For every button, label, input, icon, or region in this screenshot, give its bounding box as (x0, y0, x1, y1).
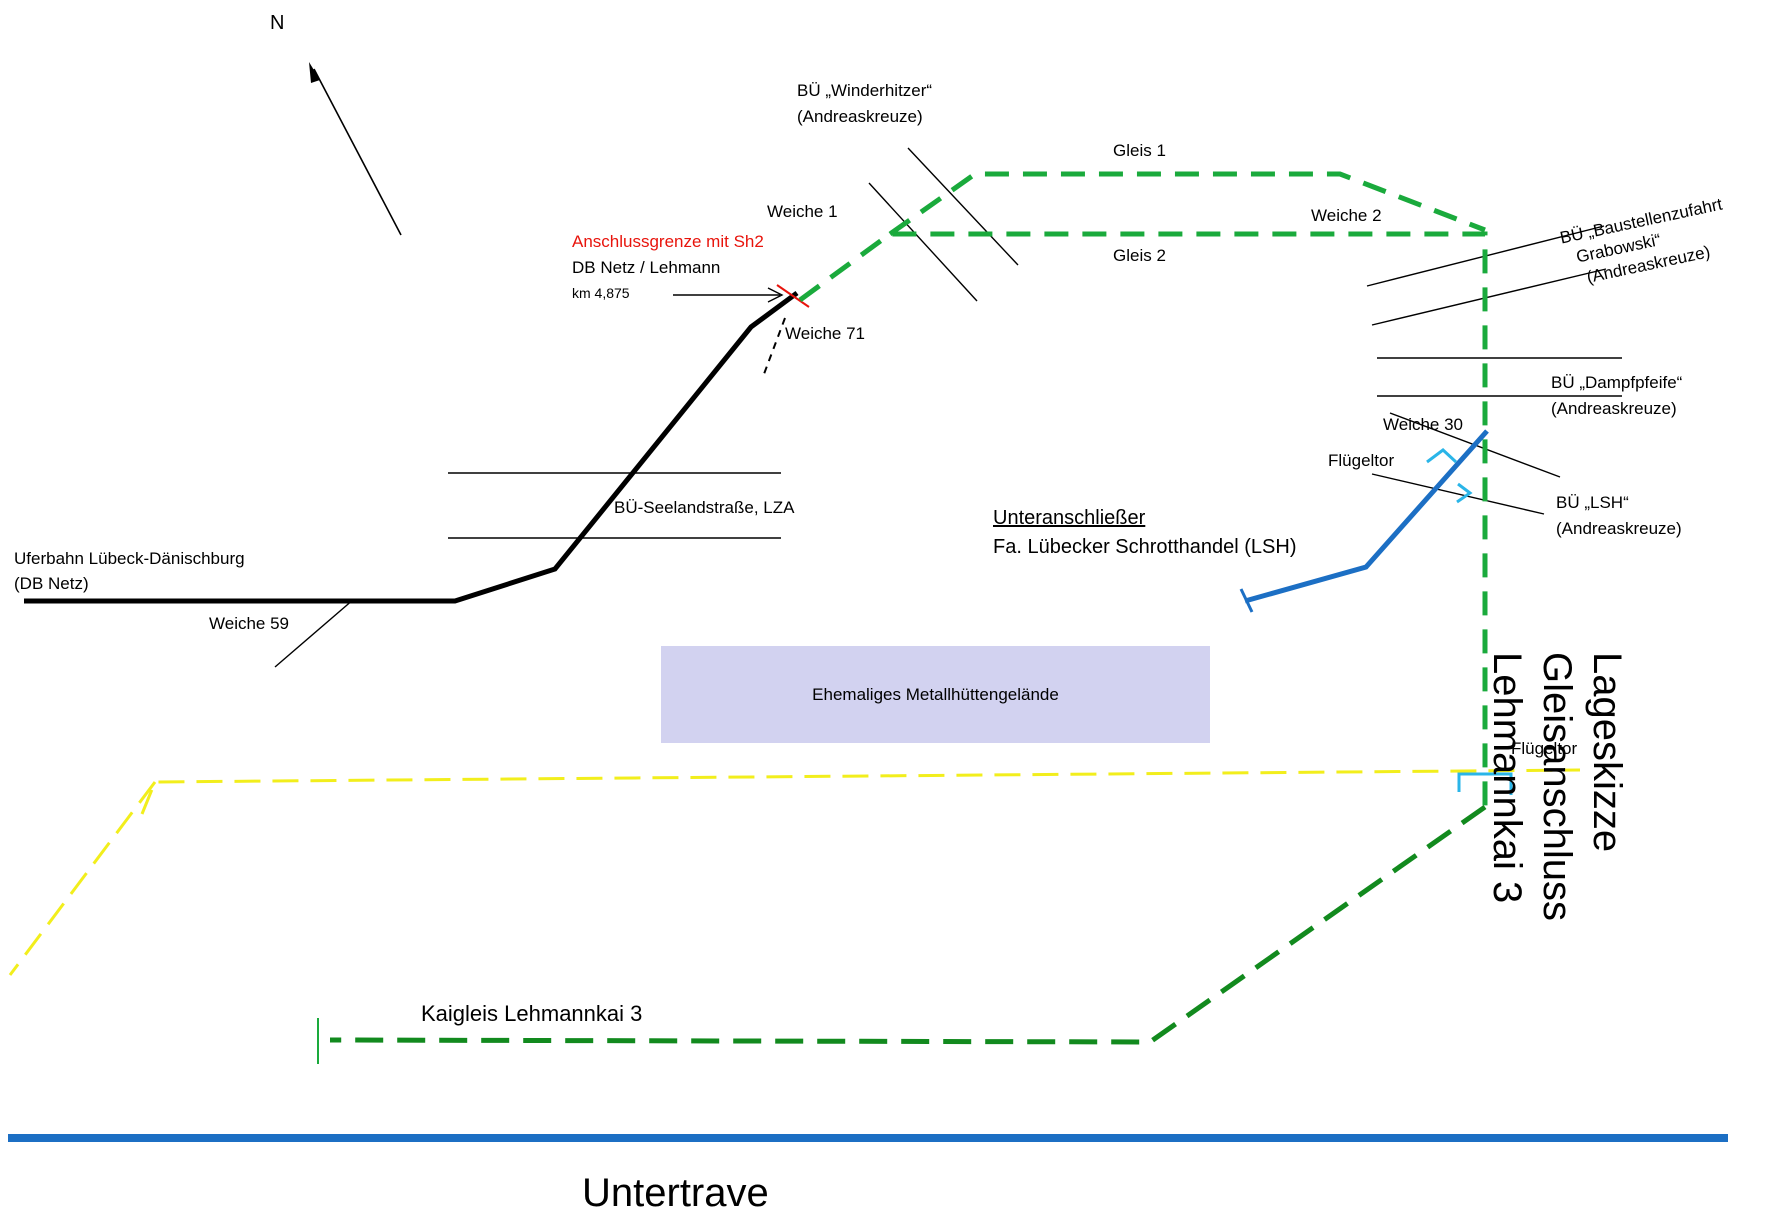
road-crossings (274, 147, 1622, 668)
kaigleis-label: Kaigleis Lehmannkai 3 (421, 1001, 643, 1026)
weiche1-label: Weiche 1 (767, 202, 838, 221)
untertrave-label: Untertrave (582, 1171, 769, 1215)
weiche2-label: Weiche 2 (1311, 206, 1382, 225)
lehmann-tracks (798, 171, 1488, 807)
road-lsh-lower (1371, 473, 1545, 515)
weiche71-label: Weiche 71 (785, 324, 866, 343)
lsh-buffer-stop (1239, 588, 1254, 613)
weiche71-branch (763, 317, 786, 375)
db-netz-lehmann-label: DB Netz / Lehmann (572, 258, 721, 277)
road-winderhitzer-left (868, 182, 978, 302)
bue-seelandstrasse-label: BÜ-Seelandstraße, LZA (614, 498, 795, 517)
north-arrow-head (309, 62, 320, 83)
weiche59-branch (274, 598, 355, 668)
fluegeltor-lsh-label: Flügeltor (1328, 451, 1395, 470)
gleis1-label: Gleis 1 (1113, 141, 1166, 160)
gleis2-label: Gleis 2 (1113, 246, 1166, 265)
fluegeltor-gates (1426, 448, 1513, 795)
gate-kai (1457, 772, 1513, 795)
weiche59-label: Weiche 59 (209, 614, 290, 633)
road-winderhitzer-right (907, 147, 1019, 266)
lsh-firm-label: Fa. Lübecker Schrotthandel (LSH) (993, 536, 1297, 558)
road-baustellen-lower (1371, 268, 1607, 326)
gate-lsh-lower (1456, 482, 1473, 504)
fluegeltor-kai-label: Flügeltor (1511, 739, 1578, 758)
gleis2-track (798, 231, 1488, 807)
boundary-marker (776, 284, 810, 308)
bue-lsh-sub: (Andreaskreuze) (1556, 519, 1682, 538)
fence-line (140, 768, 1581, 815)
uferbahn-sub: (DB Netz) (14, 574, 89, 593)
side-title: Lageskizze Gleisanschluss Lehmannkai 3 (1485, 652, 1629, 922)
gleis1-track (888, 171, 1486, 237)
lsh-track (1244, 429, 1489, 604)
km-arrow-head (767, 287, 784, 303)
bue-lsh-label: BÜ „LSH“ (1556, 493, 1629, 512)
bue-dampfpfeife-sub: (Andreaskreuze) (1551, 399, 1677, 418)
db-netz-track (24, 290, 799, 604)
bue-dampfpfeife-label: BÜ „Dampfpfeife“ (1551, 373, 1683, 392)
kaigleis-track-group (329, 804, 1487, 1045)
metallhuette-label: Ehemaliges Metallhüttengelände (812, 684, 1059, 704)
uferbahn-label: Uferbahn Lübeck-Dänischburg (14, 549, 245, 568)
bue-winderhitzer-label: BÜ „Winderhitzer“ (797, 81, 933, 100)
unteranschliesser-label: Unteranschließer (993, 507, 1146, 529)
km-label: km 4,875 (572, 285, 630, 301)
bue-winderhitzer-sub: (Andreaskreuze) (797, 107, 923, 126)
gate-lsh-upper (1426, 448, 1458, 464)
kaigleis-track (329, 804, 1487, 1045)
weiche30-label: Weiche 30 (1383, 415, 1464, 434)
fence-line-diagonal (8, 781, 157, 976)
metallhuette-area: Ehemaliges Metallhüttengelände (661, 646, 1210, 743)
north-arrow-shaft (313, 68, 402, 236)
anschlussgrenze-label: Anschlussgrenze mit Sh2 (572, 232, 764, 251)
north-label: N (270, 12, 285, 34)
